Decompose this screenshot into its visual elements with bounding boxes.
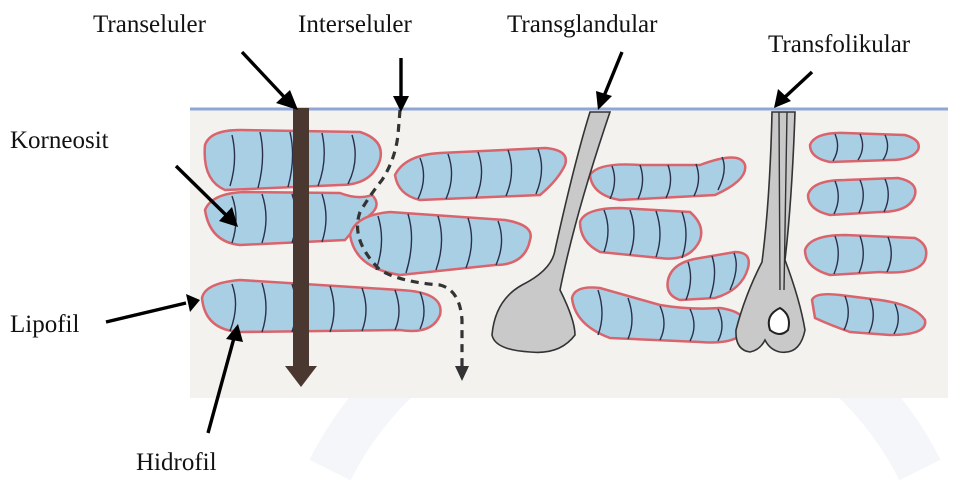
- label-transglandular: Transglandular: [507, 11, 658, 38]
- label-lipofil: Lipofil: [10, 311, 79, 338]
- label-transfolikular: Transfolikular: [768, 31, 911, 58]
- lipofil-pointer: [106, 303, 186, 322]
- label-hidrofil: Hidrofil: [136, 449, 217, 476]
- label-transeluler: Transeluler: [93, 11, 207, 38]
- corneocyte-cell: [810, 133, 919, 162]
- transfolikular-pointer: [784, 72, 812, 98]
- transeluler-pointer: [242, 52, 287, 100]
- label-korneosit: Korneosit: [10, 127, 109, 154]
- transglandular-pointer: [604, 52, 622, 96]
- transglandular-pointer-head: [596, 91, 612, 110]
- label-interseluler: Interseluler: [298, 11, 413, 38]
- corneocyte-cell: [805, 235, 926, 275]
